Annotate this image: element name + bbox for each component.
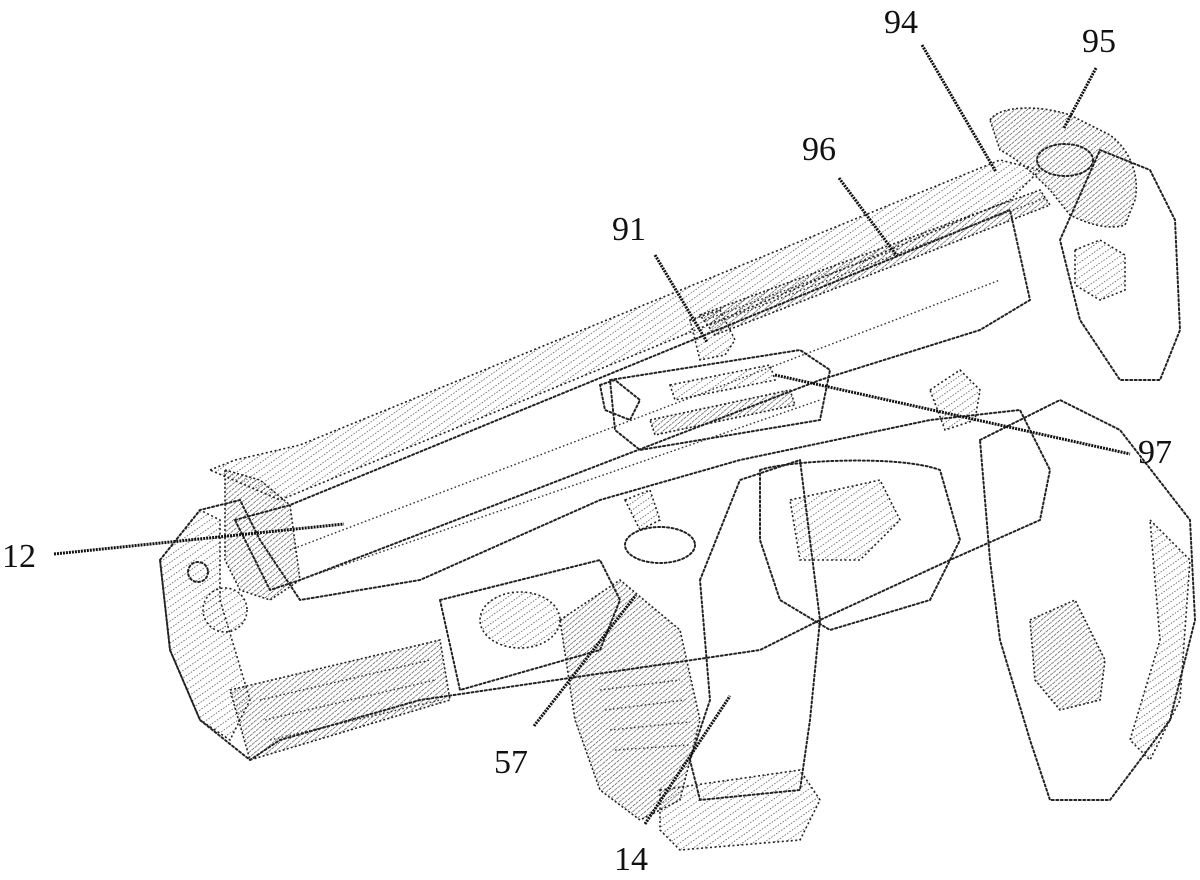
slide-stop-button [624,526,696,564]
mount-bracket-body [609,349,831,451]
rear-sight-assembly [989,107,1181,381]
slide-body [234,209,1031,591]
grip-panel-center-detail [789,479,901,561]
frame-front-boss [202,587,248,633]
leader-95 [1062,67,1098,129]
rear-sight-aperture [1036,143,1094,177]
rear-grip-texture [1029,598,1106,711]
trigger-grip [559,579,701,821]
mount-bracket [599,349,831,451]
slide [207,159,1042,601]
magazine-floorplate [659,769,821,851]
mount-bracket-slot [648,389,797,436]
leader-96 [837,177,899,257]
trigger-pivot [479,591,561,649]
ref-label-96: 96 [802,131,836,168]
mount-bracket-arm [599,379,641,421]
ref-label-12: 12 [2,538,36,575]
slide-lower-edge [289,279,1001,581]
rear-grip-body [979,399,1196,801]
leader-lines [53,44,1131,825]
frame-front-pin [187,561,209,583]
hammer [929,368,981,432]
rear-grip [929,368,1196,801]
ref-label-57: 57 [494,744,528,781]
slide-top-serrations [207,159,1042,501]
accessory-rail [689,189,1052,361]
rail-mount-block [689,309,736,361]
rear-grip-edge [1129,517,1191,762]
reference-numerals: 94 95 96 91 97 12 57 14 [2,4,1172,878]
mount-bracket-teeth [668,364,777,401]
leader-14 [643,695,732,825]
rear-housing [1059,149,1181,381]
takedown-lever [623,488,661,532]
grip-panel-center [759,459,961,631]
rail-channel-lines [704,197,1046,326]
frame-rail-slots [259,659,441,741]
ref-label-94: 94 [884,4,918,41]
trigger-grip-ribs [599,679,691,751]
magazine-housing [689,459,821,801]
rear-sight-ring [989,107,1137,228]
rear-housing-nut [1074,239,1126,301]
frame-accessory-rail [229,639,451,761]
leader-57 [532,594,638,727]
leader-12 [53,522,345,556]
leader-97 [774,373,1131,456]
ref-label-95: 95 [1082,23,1116,60]
trigger-grip-body [559,579,701,821]
leader-91 [653,254,709,343]
slide-front-block [224,468,301,601]
ref-label-91: 91 [612,211,646,248]
magazine-base [659,459,961,851]
frame [159,409,1051,761]
leader-94 [920,44,998,173]
ref-label-14: 14 [614,841,648,878]
ref-label-97: 97 [1138,434,1172,471]
